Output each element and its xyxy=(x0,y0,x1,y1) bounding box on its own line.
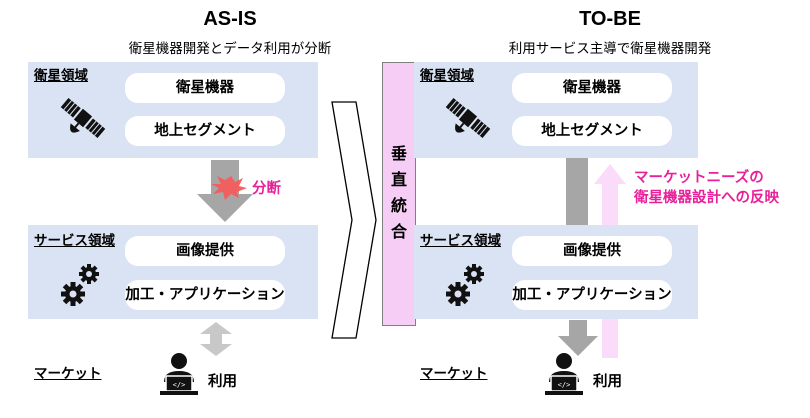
asis-subtitle: 衛星機器開発とデータ利用が分断 xyxy=(128,41,332,56)
transition-chevron-icon xyxy=(331,101,377,339)
user-laptop-icon: </> xyxy=(160,353,198,395)
asis-image-provision-pill: 画像提供 xyxy=(125,236,285,266)
vertical-integration-char-1: 垂 xyxy=(390,146,407,163)
svg-text:</>: </> xyxy=(558,381,571,389)
asis-processing-app-pill: 加工・アプリケーション xyxy=(125,280,285,310)
gears-icon xyxy=(61,264,99,306)
gears-icon xyxy=(446,264,484,306)
split-label: 分断 xyxy=(252,181,281,197)
tobe-satellite-equipment-pill: 衛星機器 xyxy=(512,73,672,103)
asis-title: AS-IS xyxy=(203,8,257,30)
tobe-market-label: マーケット xyxy=(420,366,488,381)
vertical-integration-char-2: 直 xyxy=(390,172,407,189)
bidirectional-arrow-icon xyxy=(200,322,232,356)
split-arrow-icon xyxy=(197,160,253,222)
tobe-ground-segment-pill: 地上セグメント xyxy=(512,116,672,146)
vertical-integration-char-3: 統 xyxy=(390,198,407,215)
user-laptop-icon: </> xyxy=(545,353,583,395)
tobe-title: TO-BE xyxy=(579,8,641,30)
tobe-service-domain-label: サービス領域 xyxy=(420,233,501,248)
tobe-down-arrow-icon xyxy=(558,320,598,356)
asis-market-label: マーケット xyxy=(34,366,102,381)
asis-use-label: 利用 xyxy=(208,374,237,390)
asis-satellite-domain-label: 衛星領域 xyxy=(34,68,88,83)
vertical-integration-bar: 垂 直 統 合 xyxy=(382,62,416,326)
asis-service-domain-label: サービス領域 xyxy=(34,233,115,248)
tobe-connector-bar xyxy=(566,158,588,225)
asis-satellite-equipment-pill: 衛星機器 xyxy=(125,73,285,103)
asis-ground-segment-pill: 地上セグメント xyxy=(125,116,285,146)
vertical-integration-char-4: 合 xyxy=(390,224,407,241)
tobe-image-provision-pill: 画像提供 xyxy=(512,236,672,266)
tobe-subtitle: 利用サービス主導で衛星機器開発 xyxy=(508,41,712,56)
feedback-label-line1: マーケットニーズの xyxy=(634,170,764,186)
tobe-use-label: 利用 xyxy=(593,374,622,390)
tobe-processing-app-pill: 加工・アプリケーション xyxy=(512,280,672,310)
satellite-icon xyxy=(445,97,491,139)
tobe-satellite-domain-label: 衛星領域 xyxy=(420,68,474,83)
svg-text:</>: </> xyxy=(173,381,186,389)
feedback-label-line2: 衛星機器設計への反映 xyxy=(634,190,779,206)
satellite-icon xyxy=(60,97,106,139)
